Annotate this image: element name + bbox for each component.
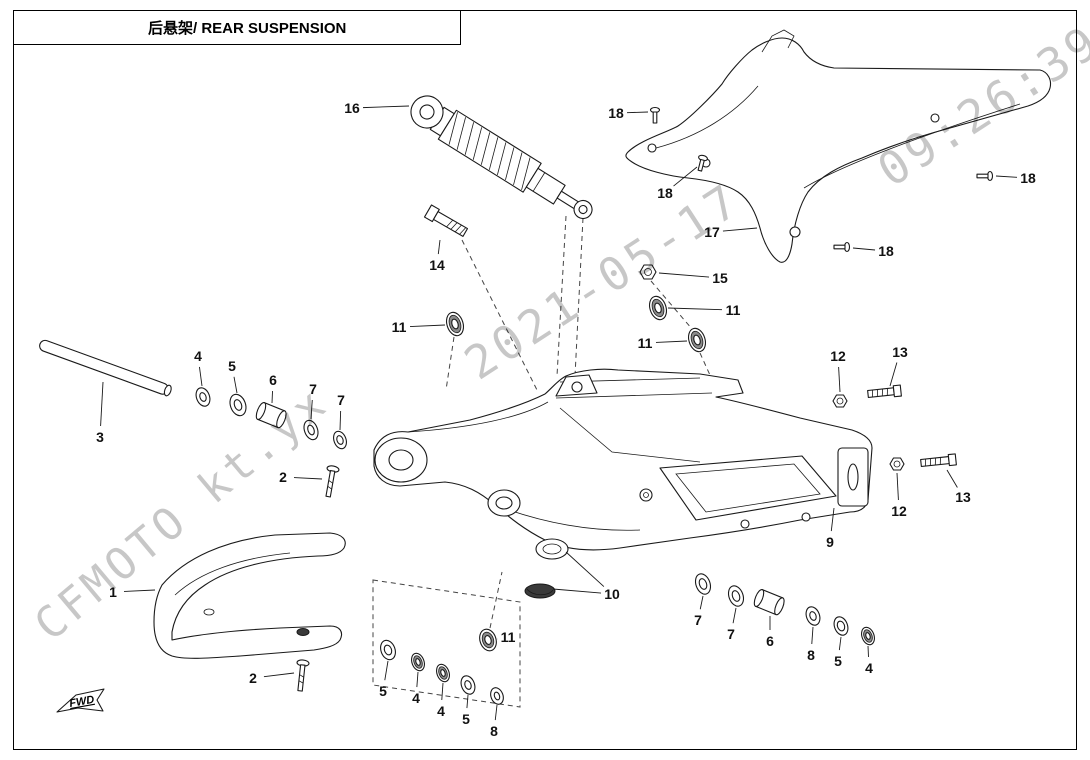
part-chain-slider (153, 532, 346, 659)
part-screw-18 (697, 154, 708, 172)
fwd-arrow-shape (56, 688, 105, 713)
title-block: 后悬架/ REAR SUSPENSION (13, 10, 461, 45)
part-shock-absorber (410, 95, 593, 220)
guard-mount-hole (789, 226, 801, 238)
part-washer-4 (411, 652, 425, 672)
part-spacer-6 (255, 402, 287, 429)
guard-mount-hole (930, 113, 940, 123)
part-washer-7 (727, 585, 745, 607)
part-bolt-14 (423, 204, 469, 237)
fwd-indicator: FWD (56, 688, 105, 713)
part-bushing-11 (687, 327, 707, 353)
page-border (13, 10, 1077, 750)
construction-lines (372, 215, 715, 708)
part-bushing-11 (648, 295, 668, 321)
part-washer-4 (861, 626, 875, 646)
part-screw-18 (833, 241, 851, 253)
part-washer-5 (833, 616, 849, 636)
part-washer-8 (805, 606, 821, 626)
part-bolt-13 (920, 453, 957, 468)
guard-mount-hole (647, 143, 657, 153)
part-washer-8 (490, 687, 504, 705)
part-cover-10 (524, 583, 556, 599)
part-bolt-13 (867, 384, 902, 399)
part-washer-4 (195, 387, 211, 407)
fwd-label: FWD (68, 694, 95, 710)
part-washer-12 (832, 394, 848, 408)
part-nut-15 (639, 264, 657, 280)
part-bushing-11 (479, 628, 497, 652)
part-washer-7 (303, 419, 319, 441)
part-screw-18 (649, 106, 661, 124)
part-washer-5 (460, 675, 476, 695)
part-bushing-11 (445, 311, 465, 337)
part-screw-2 (325, 465, 340, 498)
part-screw-18 (976, 170, 994, 182)
part-washer-7 (694, 573, 712, 595)
part-rod-3 (39, 339, 172, 397)
part-swingarm (373, 368, 873, 560)
part-spacer-6 (753, 589, 785, 616)
part-screw-2 (296, 659, 310, 692)
part-washer-7 (333, 430, 347, 450)
page-title: 后悬架/ REAR SUSPENSION (148, 19, 347, 37)
part-washer-4 (436, 663, 450, 683)
part-washer-12 (889, 457, 905, 471)
part-washer-5 (229, 393, 247, 417)
part-chain-guard (625, 29, 1052, 263)
shock-mount-hole (571, 381, 583, 393)
leader-lines (100, 105, 1018, 721)
part-washer-5 (380, 639, 396, 661)
